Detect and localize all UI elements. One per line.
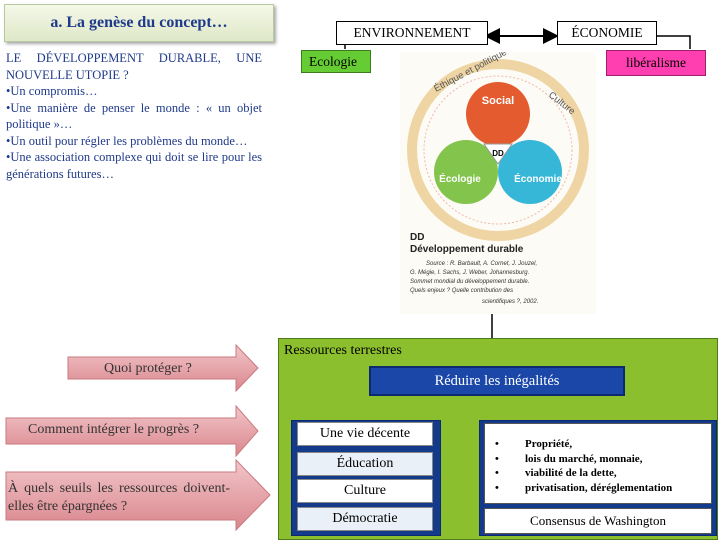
intro-bullet: •Une association complexe qui doit se li…: [6, 150, 262, 181]
center-label: DD: [492, 149, 504, 158]
question-arrows: [5, 343, 271, 532]
list-item: lois du marché, monnaie,: [525, 452, 643, 465]
reduire-box: Réduire les inégalités: [369, 366, 625, 396]
environnement-box: ENVIRONNEMENT: [336, 21, 488, 45]
list-bullet: •: [495, 467, 499, 479]
intro-heading: LE DÉVELOPPEMENT DURABLE, UNE NOUVELLE U…: [6, 51, 262, 82]
economie-circle: [498, 140, 562, 204]
slide-title: a. La genèse du concept…: [4, 4, 274, 42]
list-item: viabilité de la dette,: [525, 467, 617, 479]
social-circle: [466, 82, 530, 146]
source-line: G. Mégie, I. Sachs, J. Weber, Johannesbu…: [410, 270, 529, 276]
outer-ring: [407, 59, 589, 241]
intro-bullet: •Un outil pour régler les problèmes du m…: [6, 133, 248, 148]
dd-venn-diagram: Éthique et politique Culture DD Social É…: [400, 52, 596, 314]
social-label: Social: [482, 95, 514, 107]
economie-box: ÉCONOMIE: [557, 21, 657, 45]
ressources-label: Ressources terrestres: [284, 343, 402, 358]
source-line: Sommet mondial du développement durable.: [410, 279, 529, 285]
list-bullet: •: [495, 452, 499, 465]
list-item: Propriété,: [525, 438, 573, 450]
washington-label: Consensus de Washington: [484, 508, 712, 534]
source-line: scientifiques ?, 2002.: [482, 299, 538, 305]
source-line: Quels enjeux ? Quelle contribution des: [410, 288, 513, 294]
arrow-q1: [67, 343, 259, 393]
caption-dd: DD: [410, 232, 424, 243]
economie-label: Économie: [514, 172, 562, 185]
intro-bullet: •Une manière de penser le monde : « un o…: [6, 100, 262, 132]
arrow-q3: [5, 458, 271, 532]
list-bullet: •: [495, 438, 499, 450]
item-vie-decente: Une vie décente: [297, 422, 433, 446]
question-2: Comment intégrer le progrès ?: [28, 422, 200, 437]
arrow-q2: [5, 404, 259, 458]
washington-list: • Propriété, • lois du marché, monnaie, • v…: [484, 423, 712, 504]
ecologie-circle: [434, 140, 498, 204]
caption-title: Développement durable: [410, 244, 524, 255]
list-bullet: •: [495, 481, 499, 494]
liberalisme-box: libéralisme: [606, 50, 706, 76]
item-education: Éducation: [297, 452, 433, 476]
item-culture: Culture: [297, 479, 433, 503]
question-3: À quels seuils les ressources doivent-el…: [8, 481, 230, 514]
ecologie-box: Ecologie: [301, 50, 371, 73]
source-line: Source : R. Barbault, A. Cornet, J. Jouz…: [426, 261, 537, 267]
ecologie-label: Écologie: [439, 172, 481, 185]
item-democratie: Démocratie: [297, 507, 433, 531]
question-1: Quoi protéger ?: [104, 361, 192, 376]
list-item: privatisation, déréglementation: [525, 481, 673, 494]
intro-bullet: •Un compromis…: [6, 84, 98, 98]
intro-text: LE DÉVELOPPEMENT DURABLE, UNE NOUVELLE U…: [6, 50, 262, 182]
